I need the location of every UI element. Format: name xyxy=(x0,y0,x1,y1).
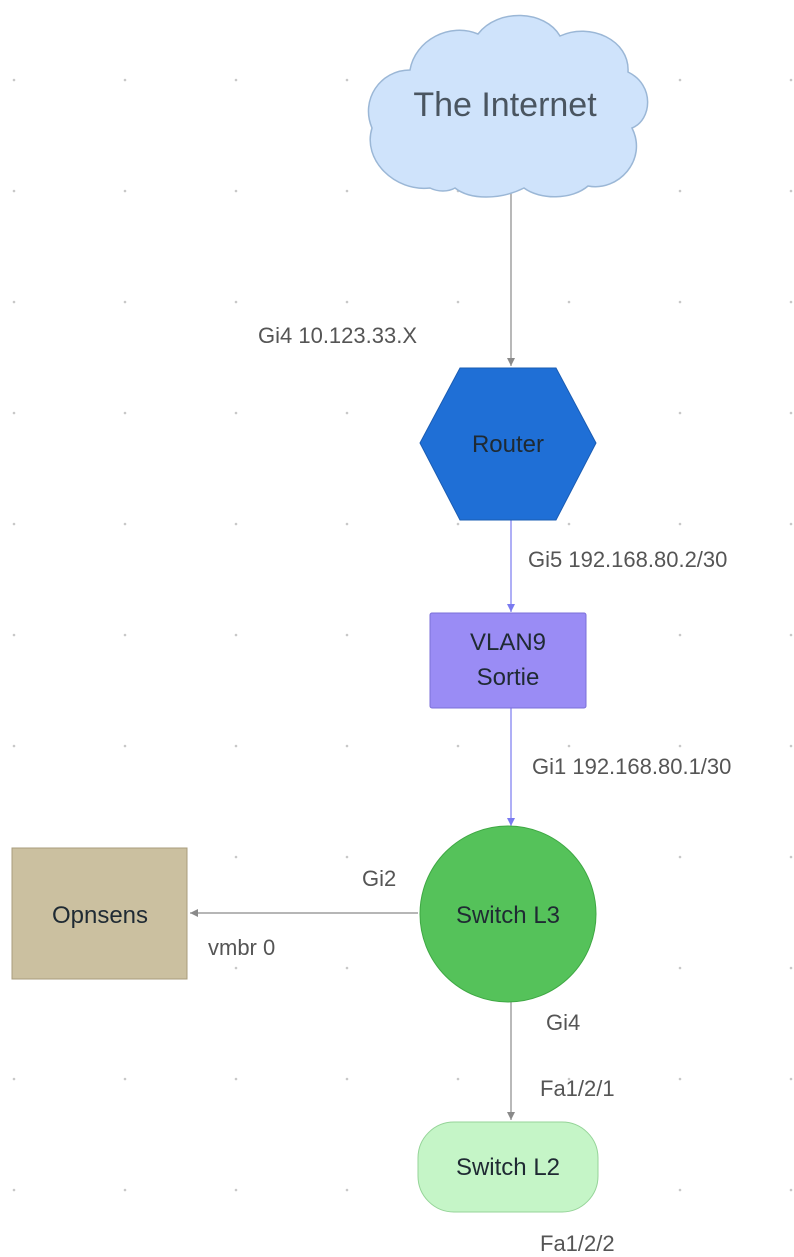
grid-dot xyxy=(12,522,16,526)
grid-dot xyxy=(123,1077,127,1081)
grid-dot xyxy=(678,522,682,526)
grid-dot xyxy=(123,189,127,193)
grid-dot xyxy=(789,966,793,970)
grid-dot xyxy=(456,522,460,526)
vlan9-node[interactable]: VLAN9 Sortie xyxy=(429,612,587,709)
switch-l3-label: Switch L3 xyxy=(456,902,560,929)
grid-dot xyxy=(789,78,793,82)
grid-dot xyxy=(678,78,682,82)
grid-dot xyxy=(12,189,16,193)
grid-dot xyxy=(345,966,349,970)
grid-dot xyxy=(123,300,127,304)
grid-dot xyxy=(789,855,793,859)
grid-dot xyxy=(12,78,16,82)
grid-dot xyxy=(567,744,571,748)
grid-dot xyxy=(12,1077,16,1081)
grid-dot xyxy=(234,633,238,637)
grid-dot xyxy=(12,744,16,748)
grid-dot xyxy=(456,1077,460,1081)
grid-dot xyxy=(345,78,349,82)
switch-l2-node[interactable]: Switch L2 xyxy=(417,1121,599,1213)
grid-dot xyxy=(456,744,460,748)
edge-label-gi4-down: Gi4 xyxy=(546,1010,580,1035)
edge-label-gi1: Gi1 192.168.80.1/30 xyxy=(532,754,731,779)
grid-dot xyxy=(789,744,793,748)
grid-dot xyxy=(678,411,682,415)
opnsens-box xyxy=(11,847,188,980)
grid-dot xyxy=(789,633,793,637)
grid-dot xyxy=(345,633,349,637)
grid-dot xyxy=(345,522,349,526)
switch-l2-box xyxy=(417,1121,599,1213)
edge-label-vmbr: vmbr 0 xyxy=(208,935,275,960)
grid-dot xyxy=(234,855,238,859)
grid-dot xyxy=(12,411,16,415)
edge-label-fa122: Fa1/2/2 xyxy=(540,1231,615,1256)
grid-dot xyxy=(123,1188,127,1192)
hexagon-icon xyxy=(419,367,597,521)
grid-dot xyxy=(678,744,682,748)
edge-label-gi4-wan: Gi4 10.123.33.X xyxy=(258,323,417,348)
grid-dot xyxy=(12,1188,16,1192)
internet-label: The Internet xyxy=(413,86,597,124)
grid-dot xyxy=(234,78,238,82)
grid-dot xyxy=(234,744,238,748)
switch-l2-label: Switch L2 xyxy=(456,1154,560,1181)
opnsens-node[interactable]: Opnsens xyxy=(11,847,188,980)
grid-dot xyxy=(123,633,127,637)
grid-dot xyxy=(678,1077,682,1081)
grid-dot xyxy=(123,522,127,526)
grid-dot xyxy=(123,744,127,748)
grid-dot xyxy=(123,78,127,82)
grid-dot xyxy=(234,522,238,526)
grid-dot xyxy=(567,522,571,526)
router-label: Router xyxy=(472,431,544,458)
switch-l3-node[interactable]: Switch L3 xyxy=(419,825,597,1003)
grid-dot xyxy=(123,411,127,415)
grid-dot xyxy=(789,189,793,193)
grid-dot xyxy=(567,300,571,304)
grid-dot xyxy=(345,1077,349,1081)
edge-label-fa121: Fa1/2/1 xyxy=(540,1076,615,1101)
grid-dot xyxy=(789,1188,793,1192)
grid-dot xyxy=(789,300,793,304)
opnsens-label: Opnsens xyxy=(52,902,148,929)
grid-dot xyxy=(234,966,238,970)
router-node[interactable]: Router xyxy=(419,367,597,521)
grid-dot xyxy=(345,744,349,748)
vlan9-box xyxy=(429,612,587,709)
grid-dot xyxy=(678,300,682,304)
grid-dot xyxy=(234,189,238,193)
grid-dot xyxy=(345,300,349,304)
cloud-icon xyxy=(367,14,649,198)
grid-dot xyxy=(234,1188,238,1192)
grid-dot xyxy=(678,633,682,637)
grid-dot xyxy=(789,411,793,415)
grid-dot xyxy=(678,966,682,970)
grid-dot xyxy=(789,1077,793,1081)
grid-dot xyxy=(234,300,238,304)
grid-dot xyxy=(345,411,349,415)
grid-dot xyxy=(12,300,16,304)
edge-label-gi2: Gi2 xyxy=(362,866,396,891)
grid-dot xyxy=(234,1077,238,1081)
vlan9-label-line1: VLAN9 xyxy=(470,629,546,656)
grid-dots xyxy=(12,78,793,1192)
grid-dot xyxy=(345,189,349,193)
grid-dot xyxy=(567,1077,571,1081)
edge-label-gi5: Gi5 192.168.80.2/30 xyxy=(528,547,727,572)
grid-dot xyxy=(345,1188,349,1192)
vlan9-label-line2: Sortie xyxy=(477,664,540,691)
grid-dot xyxy=(678,855,682,859)
grid-dot xyxy=(234,411,238,415)
switch-l3-circle xyxy=(419,825,597,1003)
grid-dot xyxy=(789,522,793,526)
grid-dot xyxy=(678,1188,682,1192)
grid-dot xyxy=(678,189,682,193)
grid-dot xyxy=(345,855,349,859)
grid-dot xyxy=(456,300,460,304)
internet-cloud-node[interactable]: The Internet xyxy=(367,14,649,198)
grid-dot xyxy=(12,633,16,637)
